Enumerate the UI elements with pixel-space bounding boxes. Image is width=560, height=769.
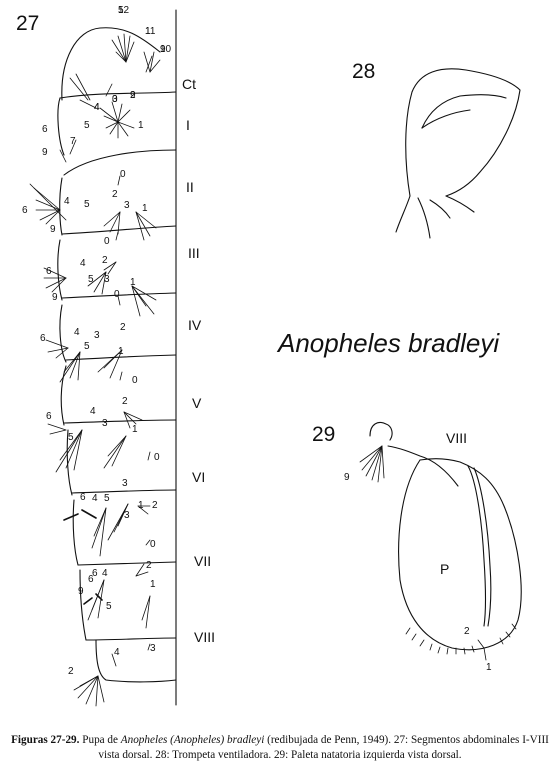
- fig27-seta-label: 10: [160, 44, 172, 55]
- fig27-seta-label: 4: [94, 102, 100, 113]
- fig29-seta-9: 9: [344, 472, 350, 483]
- fig27-seta-label: 3: [122, 478, 128, 489]
- fig27-seta-label: 1: [142, 203, 148, 214]
- fig27-seta-label: 2: [102, 255, 108, 266]
- fig27-seta-label: 2: [68, 666, 74, 677]
- fig27-seta-label: 9: [52, 292, 58, 303]
- fig27-seta-label: 7: [70, 136, 76, 147]
- fig29-number: 29: [312, 423, 335, 446]
- fig27-seta-label: 5: [84, 120, 90, 131]
- fig27-seta-label: 5: [68, 432, 74, 443]
- fig27-segment-label: V: [192, 395, 202, 411]
- fig27-seta-label: 0: [112, 94, 118, 105]
- fig29-paddle-label: P: [440, 561, 449, 577]
- fig27-segment-label: VIII: [194, 629, 215, 645]
- fig27-seta-label: 1: [138, 120, 144, 131]
- fig27-seta-label: 1: [118, 346, 124, 357]
- caption-prefix: Figuras 27-29.: [11, 734, 80, 746]
- fig27-seta-label: 2: [120, 322, 126, 333]
- fig27-seta-label: 6: [88, 574, 94, 585]
- fig27-seta-label: 1: [130, 277, 136, 288]
- fig27-seta-label: 4: [64, 196, 70, 207]
- fig27-seta-label: 3: [112, 94, 118, 105]
- fig27-seta-label: 6: [46, 266, 52, 277]
- fig27-seta-label: 2: [152, 500, 158, 511]
- fig27-seta-label: 2: [146, 560, 152, 571]
- fig27-seta-label: 0: [150, 539, 156, 550]
- fig27-seta-label: 1: [150, 579, 156, 590]
- fig29-segment-label: VIII: [446, 430, 467, 446]
- fig27-number: 27: [16, 12, 39, 35]
- fig27-seta-label: 4: [92, 493, 98, 504]
- fig27-seta-label: 3: [150, 643, 156, 654]
- fig27-seta-label: 0: [120, 169, 126, 180]
- fig27-seta-label: 4: [94, 102, 100, 113]
- fig27-seta-label: 3: [102, 418, 108, 429]
- fig27-segment-label: II: [186, 179, 194, 195]
- fig27-seta-label: 0: [114, 289, 120, 300]
- fig27-seta-label: 9: [130, 90, 136, 101]
- fig27-seta-label: 5: [84, 341, 90, 352]
- fig27-seta-label: 6: [40, 333, 46, 344]
- fig27-seta-label: 9: [160, 44, 166, 55]
- fig29-paddle-drawing: [359, 421, 522, 661]
- fig27-seta-label: 0: [154, 452, 160, 463]
- fig27-seta-label: 6: [46, 411, 52, 422]
- fig27-segment-label: Ct: [182, 76, 196, 92]
- fig27-abdomen-drawing: [29, 9, 177, 707]
- fig27-seta-label: 4: [80, 258, 86, 269]
- fig27-seta-label: 1: [132, 424, 138, 435]
- fig27-seta-label: 1: [145, 26, 151, 37]
- species-name: Anopheles bradleyi: [276, 328, 500, 358]
- fig27-seta-label: 5: [104, 493, 110, 504]
- caption-text-1: Pupa de: [79, 734, 121, 746]
- fig27-seta-label: 4: [102, 568, 108, 579]
- caption-text-2: (redibujada de Penn, 1949). 27: Segmento…: [98, 734, 549, 761]
- fig27-seta-label: 5: [106, 601, 112, 612]
- fig27-segment-label: III: [188, 245, 200, 261]
- fig27-seta-label: 11: [145, 26, 156, 37]
- fig27-seta-label: 3: [94, 330, 100, 341]
- fig27-seta-label: 6: [42, 124, 48, 135]
- fig29-seta-1: 1: [486, 662, 492, 673]
- fig27-seta-label: 5: [84, 199, 90, 210]
- fig27-seta-label: 5: [88, 274, 94, 285]
- fig27-seta-label: 4: [74, 327, 80, 338]
- fig27-seta-label: 3: [124, 510, 130, 521]
- fig27-segment-label: VI: [192, 469, 205, 485]
- fig27-seta-label: 6: [92, 568, 98, 579]
- fig28-trumpet-drawing: [395, 68, 521, 239]
- fig27-seta-label: 4: [114, 647, 120, 658]
- caption-taxon: Anopheles (Anopheles) bradleyi: [120, 734, 265, 746]
- fig27-seta-label: 1: [138, 500, 144, 511]
- fig27-seta-label: 9: [78, 586, 84, 597]
- fig27-seta-label: 3: [124, 200, 130, 211]
- fig27-seta-label: 0: [104, 236, 110, 247]
- figure-caption: Figuras 27-29. Pupa de Anopheles (Anophe…: [0, 733, 560, 763]
- fig27-seta-label: 2: [130, 90, 136, 101]
- fig27-segment-label: IV: [188, 317, 202, 333]
- fig27-seta-label: 3: [104, 274, 110, 285]
- fig27-seta-label: 5: [118, 5, 124, 16]
- fig27-seta-label: 2: [122, 396, 128, 407]
- fig27-seta-label: 9: [50, 224, 56, 235]
- fig27-seta-label: 0: [132, 375, 138, 386]
- fig27-seta-label: 4: [90, 406, 96, 417]
- fig27-seta-label: 9: [42, 147, 48, 158]
- fig27-segment-label: VII: [194, 553, 211, 569]
- fig28-number: 28: [352, 60, 375, 83]
- fig27-seta-label: 12: [118, 5, 130, 16]
- fig27-seta-label: 6: [22, 205, 28, 216]
- fig27-seta-label: 2: [112, 189, 118, 200]
- fig27-seta-label: 6: [80, 492, 86, 503]
- fig29-seta-2: 2: [464, 626, 470, 637]
- fig27-segment-label: I: [186, 117, 190, 133]
